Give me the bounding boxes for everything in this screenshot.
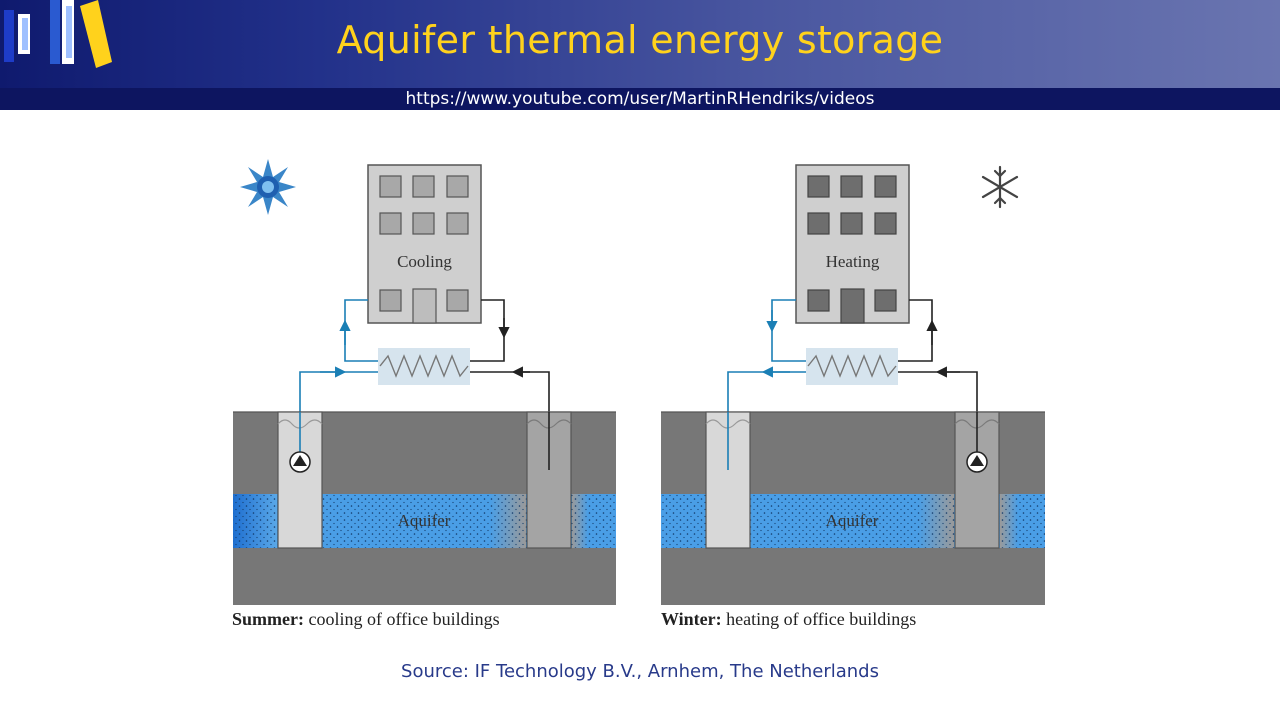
winter-ground: Aquifer: [661, 411, 1045, 605]
summer-caption: Summer: cooling of office buildings: [232, 609, 500, 630]
summer-panel: Cooling: [233, 159, 616, 605]
sun-icon: [240, 159, 296, 215]
winter-building: Heating: [795, 164, 910, 324]
pump-icon: [289, 451, 311, 473]
ates-diagram: Cooling: [233, 159, 1045, 605]
winter-aquifer-label: Aquifer: [826, 511, 879, 530]
source-credit: Source: IF Technology B.V., Arnhem, The …: [401, 661, 879, 682]
summer-ground: Aquifer: [233, 411, 616, 605]
summer-aquifer-label: Aquifer: [398, 511, 451, 530]
winter-heat-exchanger: [806, 348, 898, 385]
channel-url: https://www.youtube.com/user/MartinRHend…: [405, 89, 875, 109]
logo-icon: [4, 0, 112, 68]
summer-building: Cooling: [367, 164, 482, 324]
winter-caption: Winter: heating of office buildings: [661, 609, 916, 630]
summer-building-label: Cooling: [397, 252, 452, 271]
slide-title: Aquifer thermal energy storage: [336, 18, 944, 62]
winter-panel: Heating Aquifer: [661, 164, 1045, 605]
summer-caption-text: cooling of office buildings: [303, 609, 500, 629]
winter-building-label: Heating: [826, 252, 880, 271]
pump-icon: [966, 451, 988, 473]
winter-caption-season: Winter:: [661, 609, 722, 629]
snowflake-icon: [981, 165, 1019, 209]
slide-header: Aquifer thermal energy storage: [0, 0, 1280, 88]
winter-caption-text: heating of office buildings: [721, 609, 917, 629]
summer-heat-exchanger: [378, 348, 470, 385]
url-banner: https://www.youtube.com/user/MartinRHend…: [0, 88, 1280, 110]
summer-caption-season: Summer:: [232, 609, 304, 629]
